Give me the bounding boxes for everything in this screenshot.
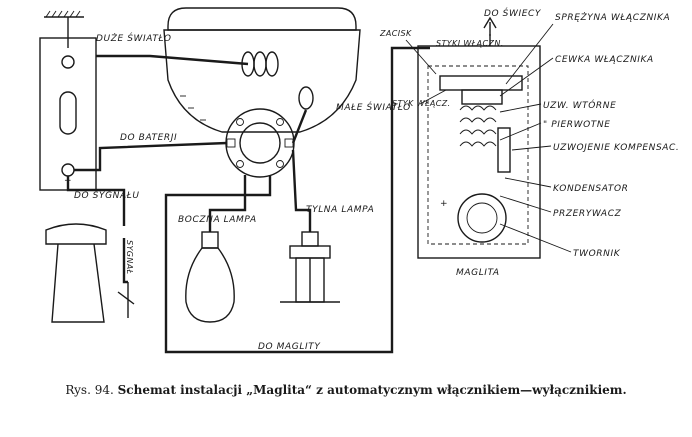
wires: [66, 46, 430, 354]
label-do-baterji: DO BATERJI: [120, 133, 177, 143]
label-sygnal: SYGNAŁ: [125, 240, 134, 275]
label-kondensator: KONDENSATOR: [553, 184, 628, 194]
label-pierwotne: " PIERWOTNE: [543, 120, 611, 130]
label-do-maglity: DO MAGLITY: [258, 342, 321, 352]
label-cewka: CEWKA WŁĄCZNIKA: [555, 55, 654, 65]
label-duze-swiatlo: DUŻE ŚWIATŁO: [96, 32, 172, 44]
label-styki-wlaczn: STYKI WŁĄCZN.: [436, 39, 504, 48]
label-sprezyna: SPRĘŻYNA WŁĄCZNIKA: [555, 12, 670, 23]
junction-ring: [225, 108, 295, 178]
label-maglita: MAGLITA: [456, 268, 500, 278]
rear-lamp: [280, 231, 340, 303]
dim-light-bulb: [298, 86, 314, 110]
caption-prefix: Rys. 94.: [65, 383, 114, 397]
caption-text: Schemat instalacji „Maglita“ z automatyc…: [117, 383, 627, 397]
maglita-unit: +: [417, 34, 541, 259]
label-twornik: TWORNIK: [573, 249, 621, 259]
label-uzw-wtorne: UZW. WTÓRNE: [543, 99, 616, 111]
label-boczna-lampa: BOCZNA LAMPA: [178, 215, 257, 225]
arrow-head-icon: [483, 16, 497, 29]
label-do-sygnalu: DO SYGNAŁU: [74, 191, 140, 201]
label-do-swiecy: DO ŚWIECY: [484, 7, 542, 19]
side-lamp-bulb: [185, 231, 235, 323]
label-tylna-lampa: TYLNA LAMPA: [306, 205, 374, 215]
light-switch-panel: +: [39, 37, 97, 191]
horn-button: [117, 282, 135, 318]
headlamp: [163, 7, 361, 133]
horn: [45, 223, 107, 323]
maglita-plus: +: [440, 199, 448, 209]
figure-caption: Rys. 94. Schemat instalacji „Maglita“ z …: [0, 383, 692, 397]
ground-symbol: [44, 10, 84, 48]
label-przerywacz: PRZERYWACZ: [553, 209, 622, 219]
svg-text:DUŻE ŚWIATŁO: DUŻE ŚWIATŁO: [96, 32, 172, 44]
label-uzwojenie-kompensac: UZWOJENIE KOMPENSAC.: [553, 143, 679, 153]
leader-lines: [405, 23, 572, 253]
label-zacisk: ZACISK: [379, 29, 412, 38]
